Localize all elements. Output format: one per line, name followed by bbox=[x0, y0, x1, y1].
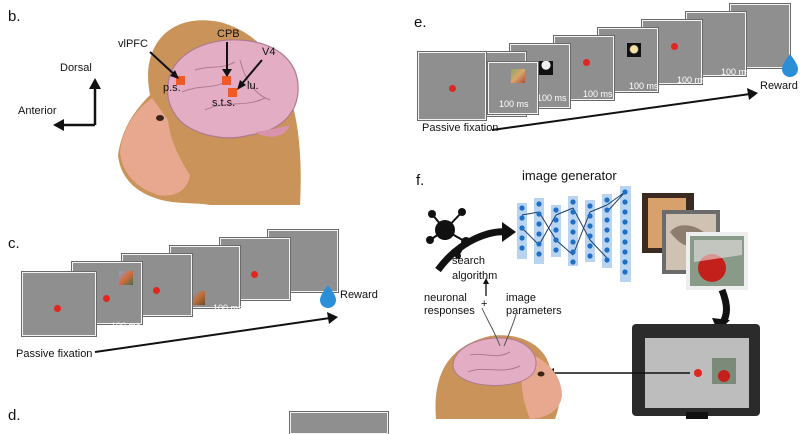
network-nodes bbox=[519, 189, 628, 275]
panel-c-label: c. bbox=[8, 235, 20, 252]
passive-fixation-label: Passive fixation bbox=[422, 122, 499, 134]
sulcus-label-sts: s.t.s. bbox=[212, 97, 236, 109]
plus-sign: + bbox=[481, 298, 488, 310]
reward-label: Reward bbox=[760, 80, 798, 92]
duration-label: 100 ms bbox=[153, 317, 183, 327]
sulcus-label-ps: p.s. bbox=[163, 82, 181, 94]
monkey-face bbox=[120, 98, 190, 196]
panel-f-label: f. bbox=[416, 172, 425, 189]
direction-label-dorsal: Dorsal bbox=[60, 62, 92, 74]
fixation-frame bbox=[418, 52, 486, 120]
neuronal-responses-label: neuronal responses bbox=[424, 292, 488, 318]
network-connections bbox=[521, 191, 626, 259]
region-label-cpb: CPB bbox=[217, 28, 240, 40]
image-parameters-label: image parameters bbox=[506, 292, 566, 318]
cerebellum bbox=[255, 125, 290, 137]
panel-b-label: b. bbox=[8, 8, 21, 25]
duration-label: 100 ms bbox=[537, 93, 567, 103]
search-algorithm-label: search algorithm bbox=[452, 254, 516, 284]
monitor bbox=[632, 324, 760, 419]
passive-fixation-label: Passive fixation bbox=[16, 348, 93, 360]
water-drop-icon bbox=[320, 285, 336, 308]
cpb-marker bbox=[222, 76, 231, 85]
duration-label: 100 ms bbox=[721, 67, 751, 77]
monkey-eye bbox=[156, 115, 164, 121]
search-algorithm-text: search algorithm bbox=[452, 255, 498, 282]
sulcus-label-lu: lu. bbox=[247, 80, 259, 92]
brain-sulcus bbox=[181, 59, 271, 111]
duration-label: 100 ms bbox=[213, 303, 243, 313]
duration-label: 100 ms bbox=[677, 75, 707, 85]
v4-marker bbox=[228, 88, 237, 97]
duration-label: 100 ms bbox=[629, 81, 659, 91]
trial-frame: 100 ms bbox=[488, 62, 538, 114]
duration-label: 100 ms bbox=[499, 99, 529, 109]
search-algorithm-icon bbox=[426, 208, 471, 259]
vlpfc-marker bbox=[176, 76, 185, 85]
brain bbox=[452, 337, 537, 386]
direction-label-anterior: Anterior bbox=[18, 105, 57, 117]
monkey-brain-illustration bbox=[53, 20, 301, 205]
panel-e-arrows bbox=[491, 54, 798, 131]
panel-f-diagram bbox=[426, 186, 760, 419]
water-drop-icon bbox=[782, 54, 798, 77]
generated-images bbox=[642, 193, 748, 290]
monkey-eye bbox=[537, 371, 545, 377]
region-label-vlpfc: vlPFC bbox=[118, 38, 148, 50]
region-label-v4: V4 bbox=[262, 46, 276, 58]
panel-e-label: e. bbox=[414, 14, 427, 31]
duration-label: 100 ms bbox=[583, 89, 613, 99]
image-generator-title: image generator bbox=[522, 168, 617, 183]
reward-label: Reward bbox=[340, 289, 378, 301]
image-parameters-text: image parameters bbox=[506, 292, 562, 317]
panel-c-arrows bbox=[94, 285, 338, 353]
neuronal-responses-text: neuronal responses bbox=[424, 292, 475, 317]
duration-label: 100 ms bbox=[111, 321, 141, 331]
fixation-frame bbox=[22, 272, 96, 336]
